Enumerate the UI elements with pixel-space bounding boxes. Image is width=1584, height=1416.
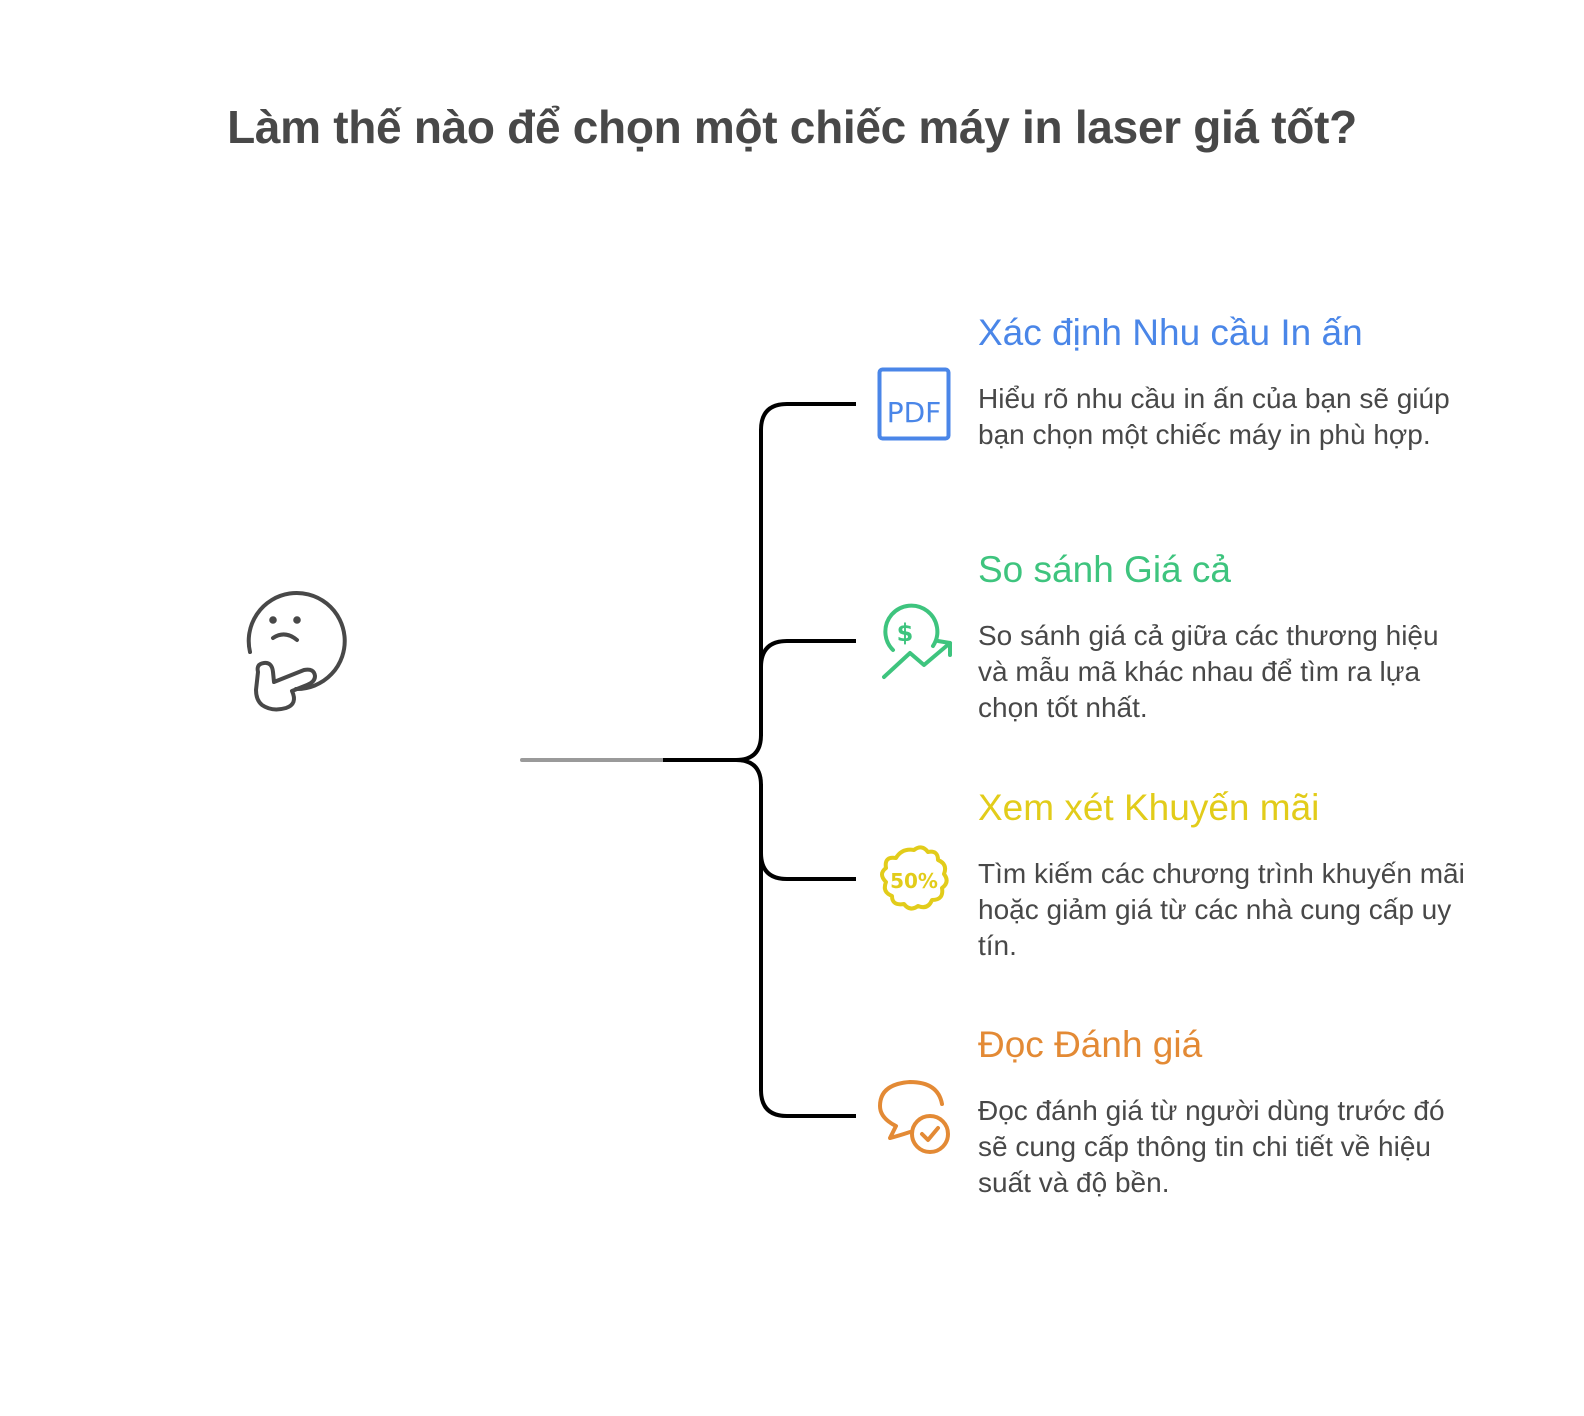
junction-curve-up [735, 734, 763, 762]
branch-description: Tìm kiếm các chương trình khuyến mãi hoặ… [978, 858, 1465, 961]
branch-description: So sánh giá cả giữa các thương hiệu và m… [978, 620, 1439, 723]
branch-title: So sánh Giá cả [978, 549, 1231, 590]
branch-check-promotions: Xem xét Khuyến mãi Tìm kiếm các chương t… [978, 786, 1478, 964]
branch-line-2 [759, 639, 856, 668]
branch-define-needs: Xác định Nhu cầu In ấn Hiểu rõ nhu cầu i… [978, 311, 1478, 453]
discount-badge-icon: 50% [880, 845, 949, 911]
branch-line-3 [759, 852, 856, 881]
dollar-growth-icon: $ [882, 603, 952, 679]
branch-title: Đọc Đánh giá [978, 1024, 1203, 1065]
branch-line-4 [759, 1089, 856, 1118]
branch-title: Xác định Nhu cầu In ấn [978, 312, 1363, 353]
branch-title: Xem xét Khuyến mãi [978, 787, 1320, 828]
junction-curve-down [735, 758, 763, 786]
branch-compare-prices: So sánh Giá cả So sánh giá cả giữa các t… [978, 548, 1478, 726]
svg-text:PDF: PDF [887, 396, 942, 429]
pdf-document-icon: PDF [877, 367, 951, 441]
page-title: Làm thế nào để chọn một chiếc máy in las… [227, 101, 1357, 153]
branch-description: Hiểu rõ nhu cầu in ấn của bạn sẽ giúp bạ… [978, 383, 1450, 450]
svg-text:50%: 50% [890, 869, 938, 893]
branch-read-reviews: Đọc Đánh giá Đọc đánh giá từ người dùng … [978, 1023, 1478, 1201]
svg-text:$: $ [897, 619, 914, 647]
branch-line-1 [759, 402, 856, 431]
branch-description: Đọc đánh giá từ người dùng trước đó sẽ c… [978, 1095, 1445, 1198]
chat-check-icon [878, 1080, 950, 1154]
thinking-face-icon [246, 591, 347, 712]
